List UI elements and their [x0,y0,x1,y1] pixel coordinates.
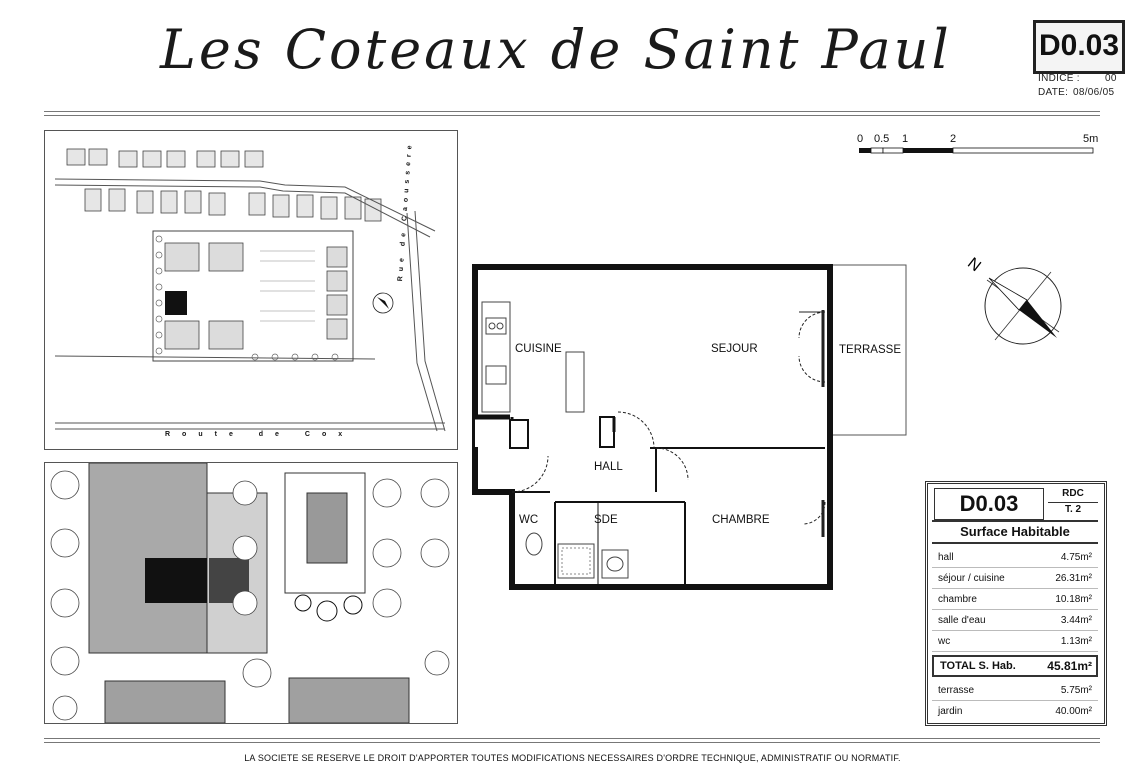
room-label-hall: HALL [594,461,623,473]
summary-extra-label: jardin [938,706,963,717]
document-title: Les Coteaux de Saint Paul [160,18,952,81]
compass-rose-icon: N [965,255,1062,345]
summary-extra-row: terrasse 5.75m² [932,680,1098,701]
summary-lot-code: D0.03 [934,488,1044,520]
summary-row-value: 4.75m² [1060,552,1092,563]
summary-row-value: 10.18m² [1055,594,1092,605]
scale-tick-5m: 5m [1083,133,1099,145]
room-label-sejour: SEJOUR [711,343,758,355]
footer-rule [44,738,1100,739]
scale-tick-2: 2 [950,133,957,145]
summary-level: RDC [1048,488,1098,503]
summary-total-value: 45.81m² [1047,659,1092,673]
floor-plan [472,264,907,590]
summary-row: chambre 10.18m² [932,589,1098,610]
site-plan: Route de Cox Rue de Caoussere [44,130,458,450]
scale-tick-0: 0 [857,133,864,145]
summary-row-label: chambre [938,594,977,605]
summary-row-label: séjour / cuisine [938,573,1005,584]
lot-code-badge: D0.03 [1033,20,1125,74]
summary-row: salle d'eau 3.44m² [932,610,1098,631]
indice-label: INDICE : [1038,73,1080,84]
indice-value: 00 [1105,73,1117,84]
legal-disclaimer: LA SOCIETE SE RESERVE LE DROIT D'APPORTE… [244,753,901,763]
summary-type: T. 2 [1064,504,1082,515]
summary-row-value: 1.13m² [1060,636,1092,647]
summary-heading: Surface Habitable [932,520,1098,544]
summary-total-row: TOTAL S. Hab. 45.81m² [932,655,1098,677]
road-label: Route de Cox [165,431,355,438]
summary-row-value: 26.31m² [1055,573,1092,584]
scale-bar [859,147,1094,154]
summary-extra-label: terrasse [938,685,975,696]
summary-row-value: 3.44m² [1060,615,1092,626]
summary-row: hall 4.75m² [932,547,1098,568]
block-detail-drawing [45,463,457,723]
summary-row-label: hall [938,552,954,563]
surface-summary-table: D0.03 RDC T. 2 Surface Habitable hall 4.7… [925,481,1107,726]
summary-extra-value: 5.75m² [1060,685,1092,696]
room-label-cuisine: CUISINE [515,343,562,355]
header-rule-2 [44,115,1100,116]
room-label-terrasse: TERRASSE [839,344,901,356]
scale-tick-0-5: 0.5 [874,133,890,145]
summary-total-label: TOTAL S. Hab. [940,660,1016,672]
room-label-wc: WC [519,514,539,526]
date-value: 08/06/05 [1073,87,1115,98]
room-label-chambre: CHAMBRE [712,514,770,526]
date-label: DATE: [1038,87,1069,98]
summary-extra-row: jardin 40.00m² [932,701,1098,721]
site-plan-drawing [45,131,457,449]
scale-tick-1: 1 [902,133,909,145]
summary-row-label: salle d'eau [938,615,986,626]
header-rule [44,111,1100,112]
block-detail-plan [44,462,458,724]
summary-row-label: wc [938,636,951,647]
summary-row: wc 1.13m² [932,631,1098,652]
summary-row: séjour / cuisine 26.31m² [932,568,1098,589]
footer-rule-2 [44,742,1100,743]
room-label-sde: SDE [594,514,618,526]
svg-text:N: N [965,255,984,276]
summary-extra-value: 40.00m² [1055,706,1092,717]
